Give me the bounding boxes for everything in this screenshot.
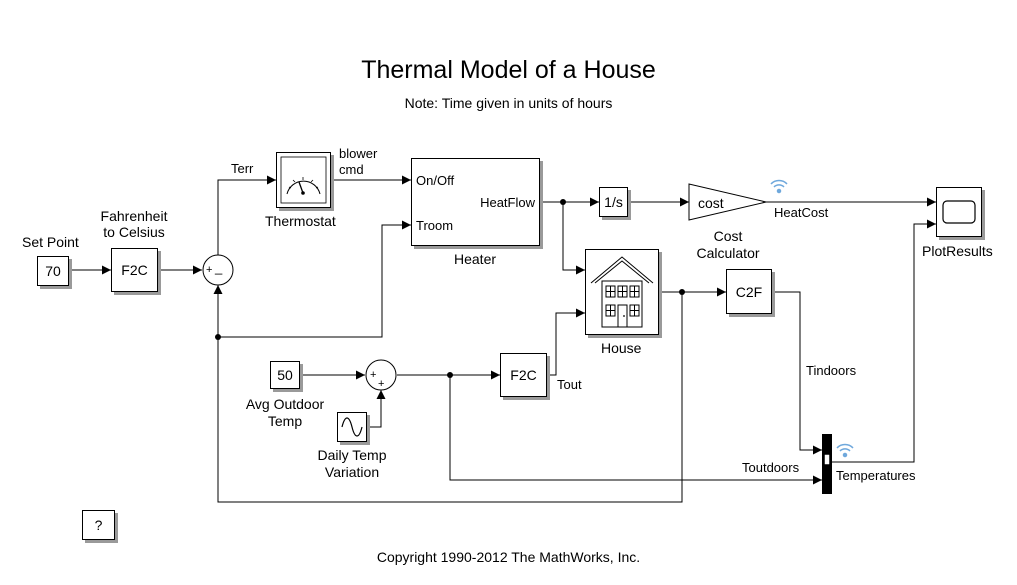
wire-tindoors bbox=[772, 291, 822, 455]
sine-wave-icon bbox=[341, 417, 363, 437]
house-icon bbox=[590, 256, 654, 328]
sum-block-1 bbox=[202, 254, 234, 286]
heater-label: Heater bbox=[454, 251, 497, 267]
f2c-block-2[interactable]: F2C bbox=[500, 353, 547, 397]
wire-temperatures-plot bbox=[832, 219, 936, 463]
wire-tout bbox=[547, 308, 585, 376]
plot-results-block[interactable] bbox=[936, 187, 982, 237]
avg-outdoor-block[interactable]: 50 bbox=[270, 361, 300, 389]
wire-feedback-sum bbox=[213, 285, 683, 503]
help-button-text: ? bbox=[94, 517, 103, 533]
f2c-block-1-label: Fahrenheit to Celsius bbox=[100, 208, 168, 240]
c2f-block[interactable]: C2F bbox=[726, 269, 772, 314]
integrator-block[interactable]: 1/s bbox=[599, 187, 628, 217]
junction-heatflow bbox=[560, 199, 566, 205]
daily-temp-block[interactable] bbox=[337, 412, 367, 442]
wire-terr bbox=[217, 175, 276, 255]
wire-troom bbox=[218, 220, 411, 338]
cost-block-text: cost bbox=[698, 195, 724, 211]
junction-outdoor bbox=[447, 372, 453, 378]
gauge-icon bbox=[280, 156, 327, 204]
cost-gain-block bbox=[688, 183, 767, 221]
set-point-block[interactable]: 70 bbox=[37, 256, 69, 286]
diagram-note: Note: Time given in units of hours bbox=[404, 95, 613, 111]
daily-temp-label: Daily Temp Variation bbox=[317, 447, 387, 480]
diagram-title: Thermal Model of a House bbox=[361, 56, 656, 84]
f2c-block-2-text: F2C bbox=[510, 367, 537, 383]
temperatures-label: Temperatures bbox=[836, 468, 916, 483]
heater-port-onoff: On/Off bbox=[416, 173, 455, 188]
plot-results-label: PlotResults bbox=[922, 243, 993, 259]
integrator-text: 1/s bbox=[604, 194, 623, 210]
heater-port-heatflow: HeatFlow bbox=[480, 195, 535, 210]
cost-calculator-label: Cost Calculator bbox=[696, 228, 760, 261]
help-button[interactable]: ? bbox=[82, 510, 115, 540]
set-point-value: 70 bbox=[45, 263, 61, 279]
signal-label-blower-cmd: blower cmd bbox=[339, 146, 378, 177]
sum2-plus-sign-2: + bbox=[378, 378, 385, 390]
signal-logging-icons bbox=[770, 179, 854, 458]
copyright: Copyright 1990-2012 The MathWorks, Inc. bbox=[376, 549, 641, 565]
thermostat-block[interactable] bbox=[276, 152, 331, 208]
avg-outdoor-label: Avg Outdoor Temp bbox=[245, 396, 325, 429]
sum2-plus-sign-1: + bbox=[370, 369, 377, 381]
wire-daily-sum2 bbox=[367, 390, 386, 428]
house-label: House bbox=[601, 340, 642, 356]
avg-outdoor-value: 50 bbox=[277, 367, 293, 383]
sum1-plus-sign: + bbox=[206, 264, 213, 276]
heater-port-troom: Troom bbox=[416, 218, 454, 233]
signal-label-toutdoors: Toutdoors bbox=[742, 460, 800, 475]
signal-label-tout: Tout bbox=[557, 377, 582, 392]
scope-icon bbox=[942, 200, 976, 224]
junction-house-out bbox=[679, 289, 685, 295]
house-block[interactable] bbox=[585, 249, 659, 335]
signal-label-tindoors: Tindoors bbox=[806, 363, 857, 378]
signal-label-terr: Terr bbox=[231, 161, 254, 176]
thermostat-label: Thermostat bbox=[265, 213, 336, 229]
signal-label-heatcost: HeatCost bbox=[774, 205, 829, 220]
f2c-block-1-text: F2C bbox=[121, 262, 148, 278]
c2f-block-text: C2F bbox=[735, 283, 763, 300]
junction-feedback bbox=[215, 334, 221, 340]
heater-block[interactable]: On/Off Troom HeatFlow bbox=[411, 158, 540, 246]
sum1-minus-sign: _ bbox=[215, 260, 223, 275]
f2c-block-1[interactable]: F2C bbox=[111, 248, 158, 292]
set-point-label: Set Point bbox=[22, 234, 79, 250]
wire-toutdoors bbox=[449, 375, 822, 485]
sum-block-2 bbox=[365, 359, 397, 391]
wire-heatflow-house bbox=[562, 202, 585, 275]
